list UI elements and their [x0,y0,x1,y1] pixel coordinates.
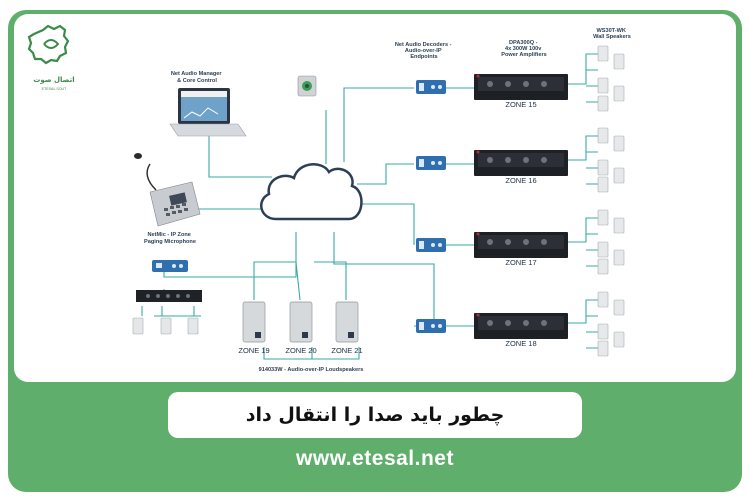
logo-text-fa: اتصال صوت [33,76,74,84]
logo-text-en: ETESAL SOUT [42,87,67,91]
left-speakers [132,317,199,335]
decoder-zone-15 [416,80,446,94]
left-distribution-amp [136,290,202,302]
loudspeaker-zone-21 [335,301,359,343]
amplifier-zone-18 [474,313,568,339]
website-url[interactable]: www.etesal.net [296,447,454,470]
wall-speakers-zone-18 [597,291,625,357]
network-diagram: اتصال صوت ETESAL SOUT [27,24,631,373]
paging-microphone [134,153,201,227]
wall-speakers-zone-16 [597,127,625,193]
speaker-zone-label: ZONE 19 [238,346,269,355]
wall-speakers-zone-17 [597,209,625,275]
speaker-zone-label: ZONE 21 [331,346,362,355]
speaker-zone-label: ZONE 20 [285,346,316,355]
left-decoder [152,260,188,272]
amp-zone-label: ZONE 18 [505,339,536,348]
wall-speakers-zone-15 [597,45,625,112]
laptop-audio-manager [169,88,247,137]
label-loudspeakers: 914033W - Audio-over-IP Loudspeakers [259,367,364,373]
network-cloud [260,163,363,221]
control-knob-device [297,75,317,97]
label-decoders: Net Audio Decoders - Audio-over-IP Endpo… [395,42,453,60]
page-title: چطور باید صدا را انتقال داد [168,392,582,438]
amp-zone-label: ZONE 16 [505,176,536,185]
loudspeaker-zone-20 [289,301,313,343]
amplifier-zone-15 [474,74,568,100]
decoder-zone-16 [416,156,446,170]
label-netmic: NetMic - IP Zone Paging Microphone [144,232,196,245]
amp-zone-label: ZONE 17 [505,258,536,267]
loudspeaker-zone-19 [242,301,266,343]
brand-logo: اتصال صوت ETESAL SOUT [27,24,75,91]
label-audio-manager: Net Audio Manager & Core Control [171,71,223,84]
amp-zone-label: ZONE 15 [505,100,536,109]
wall-speaker-lines [568,53,598,349]
diagram-card: اتصال صوت ETESAL SOUT [14,14,736,382]
amplifier-zone-17 [474,232,568,258]
decoder-zone-17 [416,238,446,252]
amplifier-zone-16 [474,150,568,176]
label-wall-speakers: WS30T-WK Wall Speakers [593,28,631,40]
label-amplifiers: DPA300Q - 4x 300W 100v Power Amplifiers [501,40,547,58]
decoder-zone-18 [416,319,446,333]
